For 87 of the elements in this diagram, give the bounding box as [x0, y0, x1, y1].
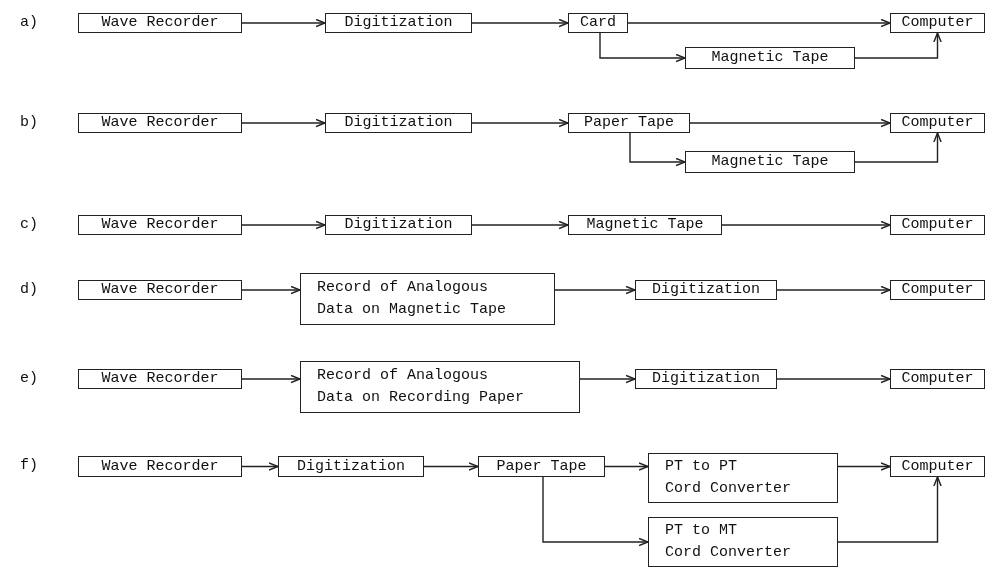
box-label: Wave Recorder — [100, 13, 220, 33]
arrow — [776, 285, 891, 295]
box-label: Digitization — [343, 13, 454, 33]
box-label: Digitization — [296, 456, 406, 477]
arrow — [423, 462, 479, 471]
process-box — [278, 456, 424, 477]
box-label: Card — [579, 13, 617, 33]
arrow — [241, 18, 326, 28]
box-label: Computer — [900, 113, 975, 133]
arrow — [604, 462, 649, 471]
arrow — [241, 374, 301, 384]
box-label: Magnetic Tape — [710, 152, 830, 172]
box-label: Record of Analogous Data on Recording Paper — [317, 366, 526, 408]
process-box — [78, 215, 242, 235]
process-box — [635, 280, 777, 300]
arrow — [629, 132, 686, 167]
arrow — [554, 285, 636, 295]
process-box — [78, 113, 242, 133]
arrow — [542, 476, 649, 547]
arrow — [471, 220, 569, 230]
process-box — [890, 369, 985, 389]
process-box — [325, 13, 472, 33]
box-label: Wave Recorder — [100, 280, 220, 300]
box-label: Magnetic Tape — [710, 48, 830, 68]
process-box — [325, 215, 472, 235]
box-label: PT to PT Cord Converter — [665, 457, 793, 499]
process-box — [890, 13, 985, 33]
box-label: Magnetic Tape — [585, 215, 705, 235]
arrow — [689, 118, 891, 128]
box-label: Computer — [900, 280, 975, 300]
process-box — [300, 273, 555, 325]
row-label: c) — [20, 215, 38, 235]
box-label: Digitization — [343, 113, 454, 133]
process-box — [325, 113, 472, 133]
arrow — [241, 285, 301, 295]
row-label: e) — [20, 369, 38, 389]
process-box — [648, 453, 838, 503]
arrow — [854, 32, 942, 59]
box-label: Computer — [900, 13, 975, 33]
box-label: Wave Recorder — [100, 369, 220, 389]
arrow — [579, 374, 636, 384]
process-box — [890, 280, 985, 300]
box-label: Digitization — [343, 215, 454, 235]
box-label: Wave Recorder — [100, 113, 220, 133]
arrow — [837, 462, 891, 471]
box-label: Record of Analogous Data on Magnetic Tape — [317, 278, 508, 320]
process-box — [78, 369, 242, 389]
process-box — [300, 361, 580, 413]
row-label: f) — [20, 456, 38, 476]
arrow — [627, 18, 891, 28]
process-box — [568, 113, 690, 133]
arrow — [721, 220, 891, 230]
box-label: Paper Tape — [495, 456, 588, 477]
box-label: Computer — [900, 369, 975, 389]
box-label: Wave Recorder — [100, 456, 220, 477]
process-box — [478, 456, 605, 477]
process-box — [568, 215, 722, 235]
arrow — [471, 18, 569, 28]
process-box — [890, 456, 985, 477]
row-label: d) — [20, 280, 38, 300]
process-box — [685, 47, 855, 69]
arrow — [776, 374, 891, 384]
box-label: Digitization — [651, 369, 761, 389]
box-label: Computer — [900, 456, 975, 477]
process-box — [78, 13, 242, 33]
arrow — [241, 220, 326, 230]
row-label: b) — [20, 113, 38, 133]
arrow — [241, 118, 326, 128]
arrow — [854, 132, 942, 163]
process-box — [648, 517, 838, 567]
process-box — [568, 13, 628, 33]
arrow — [241, 462, 279, 471]
box-label: PT to MT Cord Converter — [665, 521, 793, 563]
arrow — [837, 476, 942, 543]
box-label: Digitization — [651, 280, 761, 300]
process-box — [890, 113, 985, 133]
box-label: Paper Tape — [583, 113, 675, 133]
box-label: Computer — [900, 215, 975, 235]
process-box — [685, 151, 855, 173]
box-label: Wave Recorder — [100, 215, 220, 235]
process-box — [78, 456, 242, 477]
process-box — [890, 215, 985, 235]
row-label: a) — [20, 13, 38, 33]
process-box — [78, 280, 242, 300]
arrow — [471, 118, 569, 128]
process-box — [635, 369, 777, 389]
arrow — [599, 32, 686, 63]
